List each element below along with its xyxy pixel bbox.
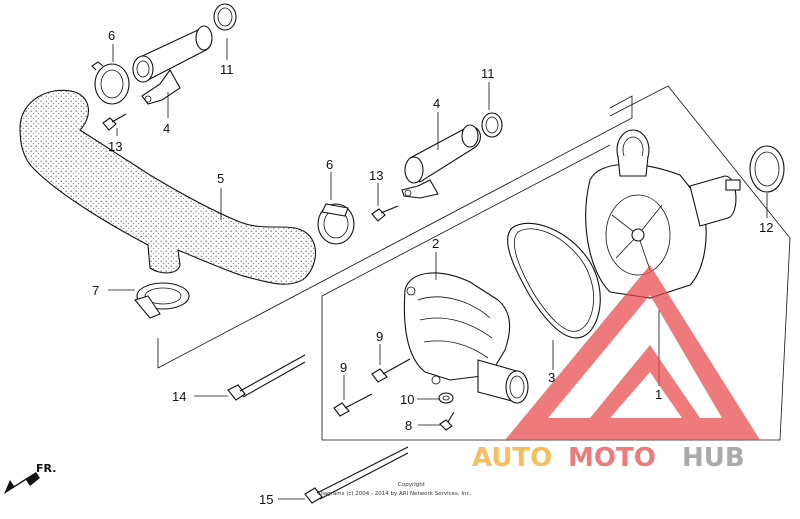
callout-9-upper: 9 bbox=[376, 329, 383, 344]
callout-11-upper: 11 bbox=[220, 62, 234, 77]
copyright-line-1: Copyright bbox=[398, 482, 426, 488]
callout-10: 10 bbox=[400, 392, 414, 407]
leader-lines bbox=[108, 38, 768, 500]
callout-6-middle: 6 bbox=[326, 157, 333, 172]
screw-8-part bbox=[439, 411, 455, 431]
callouts: 6 11 4 13 5 6 13 4 11 7 2 9 9 10 8 14 15… bbox=[92, 28, 773, 507]
o-ring-lower-part bbox=[481, 112, 503, 138]
bolt-13-middle-part bbox=[371, 205, 399, 222]
callout-11-lower: 11 bbox=[481, 66, 495, 81]
o-ring-12-part bbox=[749, 145, 785, 193]
callout-3: 3 bbox=[548, 370, 555, 385]
callout-15: 15 bbox=[259, 492, 273, 507]
callout-4-upper: 4 bbox=[163, 121, 170, 136]
hose-clamp-middle-part bbox=[317, 203, 355, 245]
front-direction-label: FR. bbox=[36, 462, 56, 475]
callout-13-left: 13 bbox=[108, 139, 122, 154]
assembly-frame bbox=[157, 85, 791, 441]
hose-clamp-7-part bbox=[134, 282, 190, 319]
callout-14: 14 bbox=[172, 389, 186, 404]
long-bolt-15-part bbox=[304, 446, 409, 504]
thermostat-cover-part bbox=[403, 272, 529, 404]
water-pump-part bbox=[585, 129, 741, 299]
y-hose-part bbox=[19, 89, 317, 285]
callout-1: 1 bbox=[655, 387, 662, 402]
front-direction-arrow: FR. bbox=[4, 462, 56, 494]
washer-10-part bbox=[438, 392, 454, 404]
callout-7: 7 bbox=[92, 283, 99, 298]
water-pipe-lower-part bbox=[401, 124, 481, 199]
automotohub-watermark-logo: AUTO MOTO HUB bbox=[472, 265, 760, 473]
gasket-part bbox=[507, 222, 601, 339]
copyright-notice: Copyright Diagrams (c) 2004 - 2014 by AR… bbox=[318, 482, 471, 497]
callout-2: 2 bbox=[432, 236, 439, 251]
bolt-9-upper-part bbox=[371, 358, 411, 383]
callout-5: 5 bbox=[217, 171, 224, 186]
callout-8: 8 bbox=[405, 418, 412, 433]
watermark-text-hub: HUB bbox=[682, 443, 745, 473]
copyright-line-2: Diagrams (c) 2004 - 2014 by ARI Network … bbox=[318, 491, 471, 497]
callout-12: 12 bbox=[759, 220, 773, 235]
bolt-9-lower-part bbox=[333, 393, 373, 417]
o-ring-upper-part bbox=[213, 3, 237, 31]
hose-clamp-upper-part bbox=[91, 61, 130, 105]
callout-13-middle: 13 bbox=[369, 168, 383, 183]
bolt-13-left-part bbox=[102, 113, 127, 131]
water-pipe-upper-part bbox=[132, 25, 213, 105]
watermark-text-moto: MOTO bbox=[568, 443, 656, 473]
long-bolt-14-part bbox=[227, 354, 306, 401]
callout-9-lower: 9 bbox=[340, 360, 347, 375]
callout-4-lower: 4 bbox=[433, 96, 440, 111]
watermark-text-auto: AUTO bbox=[472, 443, 552, 473]
callout-6-upper: 6 bbox=[108, 28, 115, 43]
